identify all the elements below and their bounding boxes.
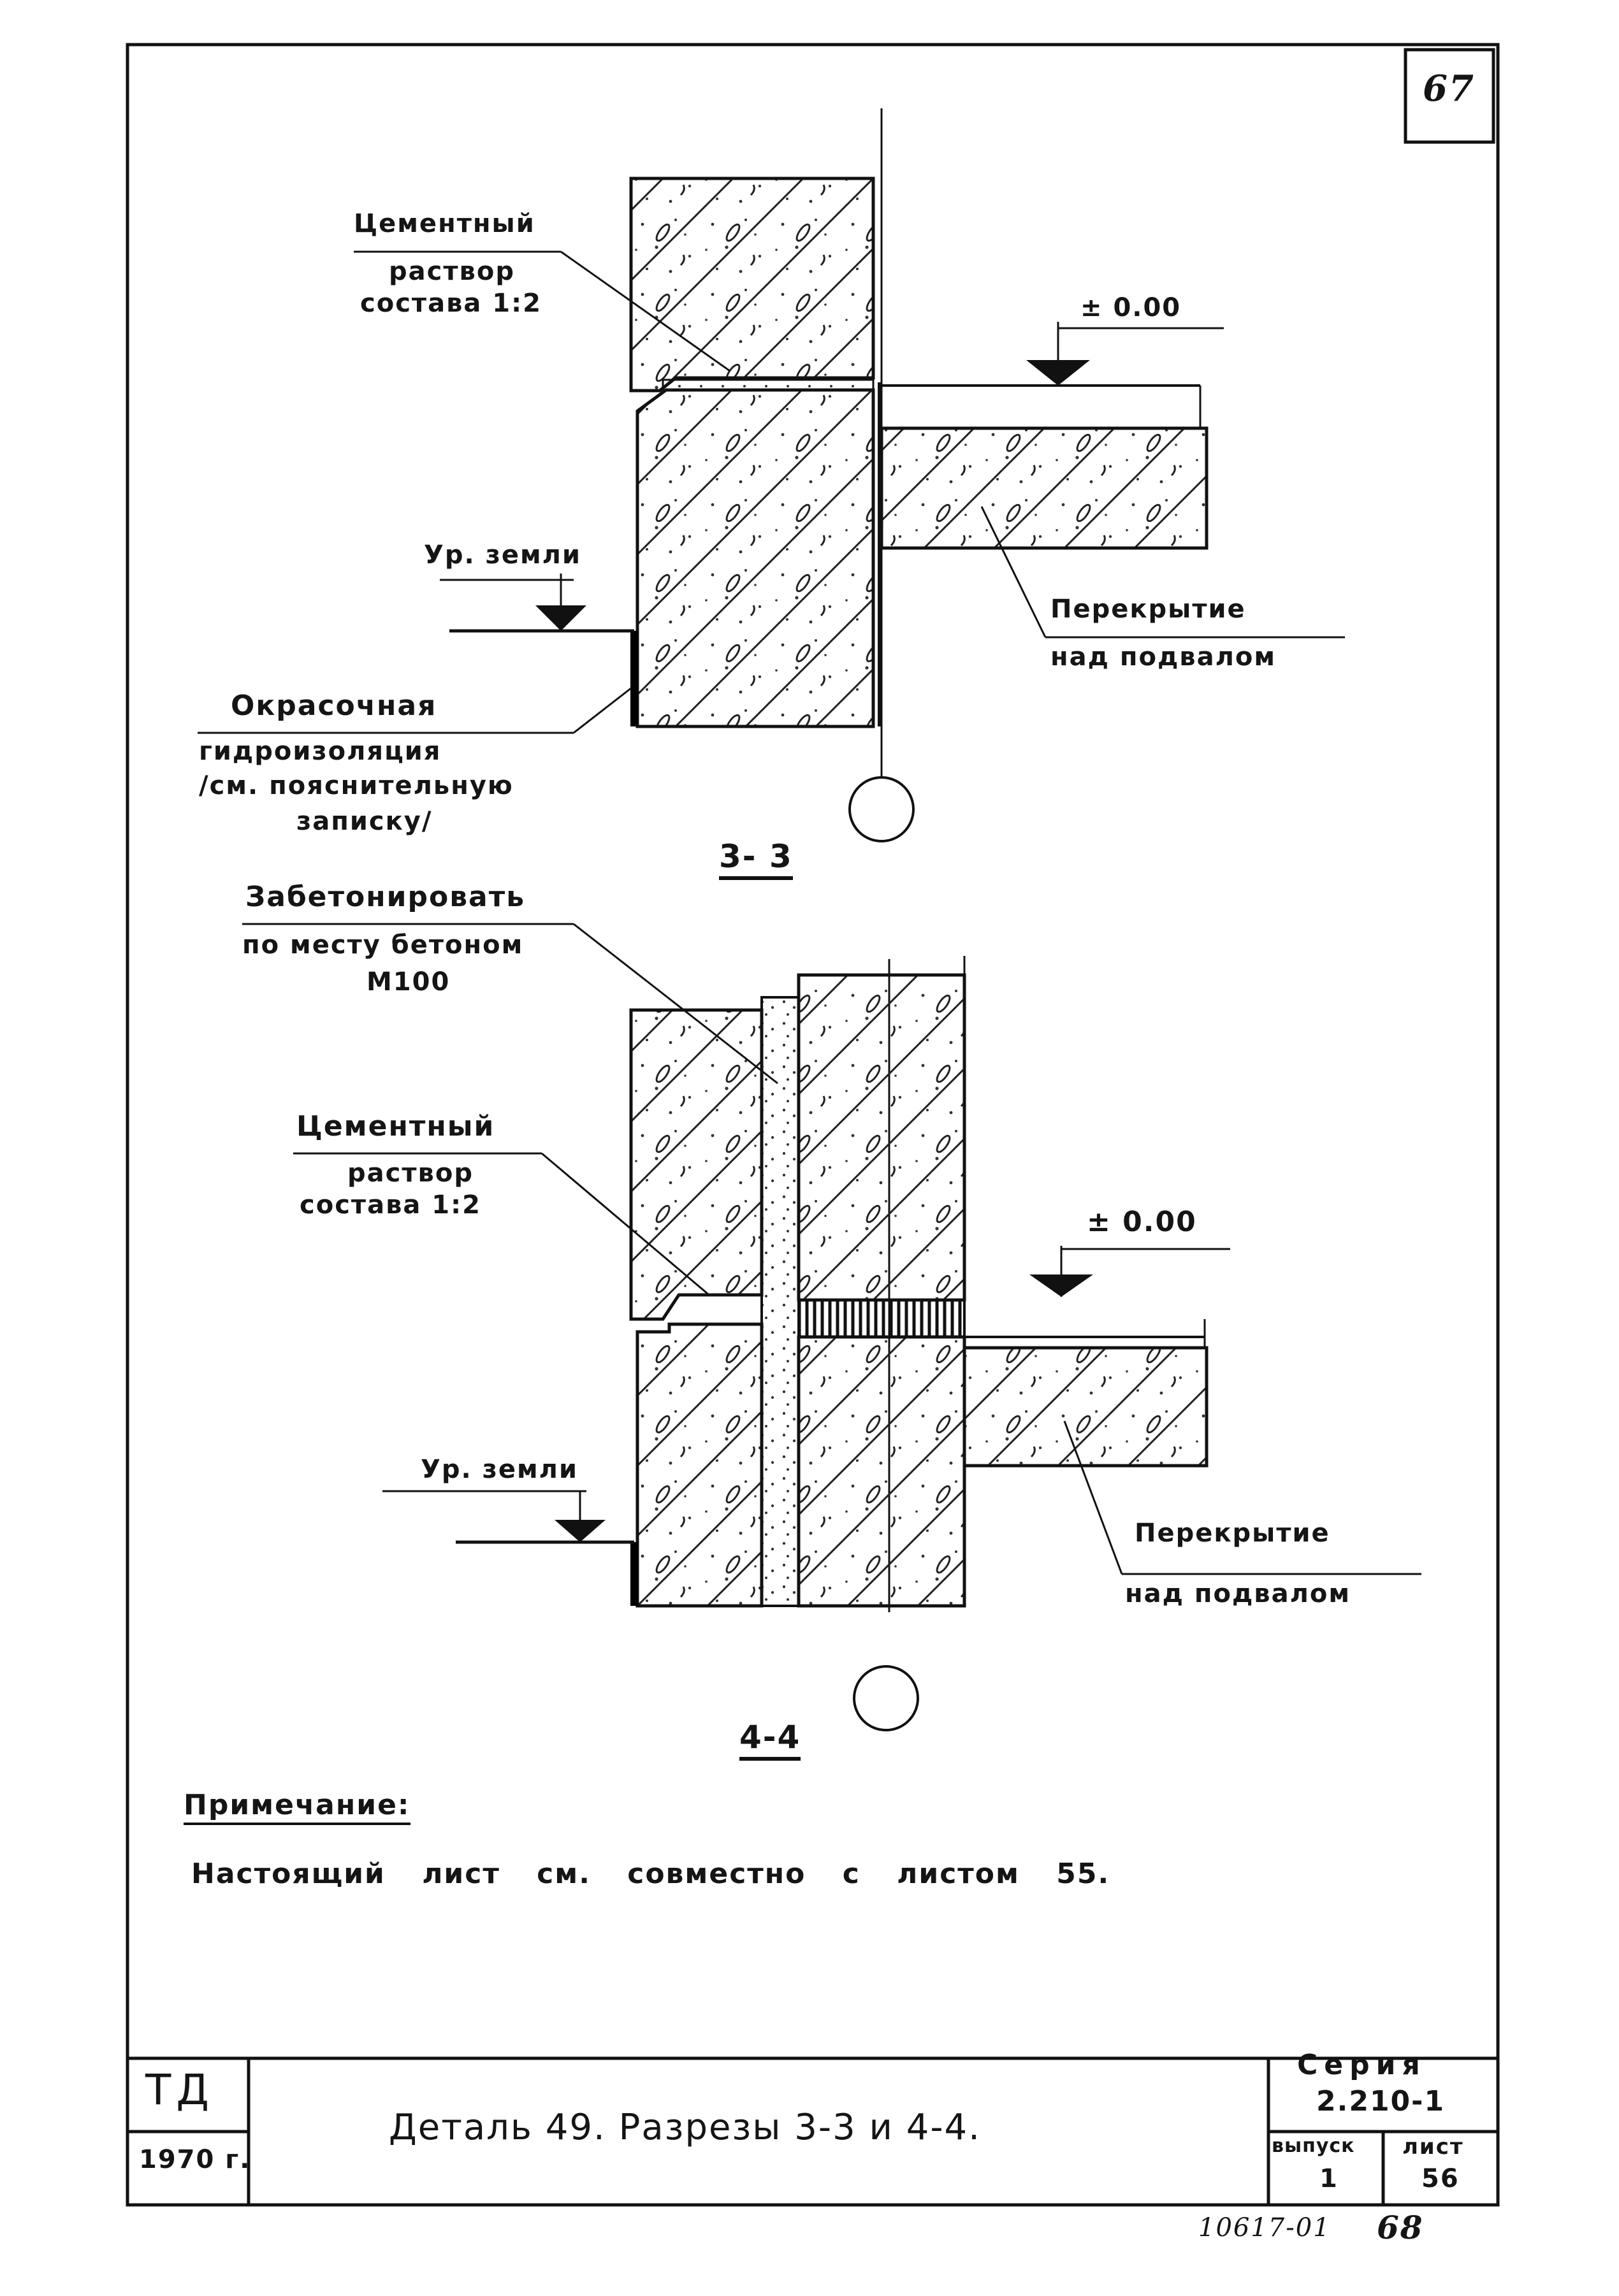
s33-elevation-mark: ± 0.00	[1080, 293, 1182, 322]
insulation-band-4-4	[797, 1299, 966, 1338]
s44-concrete-label-3: М100	[367, 967, 451, 997]
issue-value: 1	[1319, 2164, 1339, 2193]
floor-slab-3-3	[880, 426, 1209, 550]
upper-wall-panel-3-3	[629, 177, 875, 393]
sheet-frame	[126, 43, 1500, 2207]
section-title-3-3: 3- 3	[719, 840, 793, 880]
floor-slab-4-4	[962, 1346, 1209, 1468]
corner-number: 67	[1423, 68, 1475, 110]
series-label: Серия	[1297, 2049, 1427, 2081]
archive-number: 10617-01	[1198, 2213, 1331, 2242]
s44-ground-level: Ур. земли	[421, 1455, 578, 1484]
note-text: Настоящий лист см. совместно с листом 55…	[191, 1858, 1110, 1890]
archive-page: 68	[1377, 2209, 1424, 2246]
left-lower-panel-4-4	[635, 1322, 764, 1608]
title-block	[127, 2056, 1498, 2205]
right-lower-panel-4-4	[797, 1335, 966, 1608]
drawing-title: Деталь 49. Разрезы 3-3 и 4-4.	[389, 2107, 981, 2148]
s44-cement-label-3: состава 1:2	[300, 1190, 481, 1220]
s33-slab-label-1: Перекрытие	[1050, 595, 1246, 624]
axis-bubble-4-4	[853, 1665, 919, 1731]
s33-ground-level: Ур. земли	[424, 540, 581, 570]
s33-waterproof-label-3: /см. пояснительную	[199, 771, 514, 800]
series-value: 2.210-1	[1316, 2085, 1446, 2118]
s33-waterproof-label-2: гидроизоляция	[199, 737, 442, 766]
corner-number-box	[1404, 48, 1495, 144]
s44-cement-label-2: раствор	[347, 1159, 474, 1188]
s33-cement-label-2: раствор	[389, 257, 515, 286]
foundation-block-3-3	[635, 388, 875, 728]
s33-cement-label-1: Цементный	[354, 209, 535, 238]
section-3-3-drawing	[198, 108, 1345, 842]
year-label: 1970 г.	[139, 2145, 251, 2174]
sheet-label: лист	[1402, 2134, 1464, 2160]
sheet-value: 56	[1421, 2164, 1460, 2193]
issue-label: выпуск	[1272, 2135, 1355, 2157]
section-4-4-drawing	[242, 923, 1421, 1731]
org-mark: ТД	[145, 2065, 214, 2114]
s33-waterproof-label-1: Окрасочная	[231, 690, 437, 722]
concrete-fill-joint-4-4	[760, 996, 800, 1607]
s33-cement-label-3: состава 1:2	[360, 289, 542, 318]
s44-elevation-mark: ± 0.00	[1087, 1206, 1197, 1238]
s33-slab-label-2: над подвалом	[1050, 642, 1277, 672]
note-heading: Примечание:	[184, 1790, 410, 1826]
s44-concrete-label-1: Забетонировать	[245, 881, 526, 913]
section-title-4-4: 4-4	[739, 1721, 801, 1761]
axis-bubble-3-3	[848, 776, 915, 842]
s44-slab-label-1: Перекрытие	[1135, 1519, 1330, 1548]
s33-waterproof-label-4: записку/	[296, 807, 433, 836]
right-upper-panel-4-4	[797, 973, 966, 1302]
s44-concrete-label-2: по месту бетоном	[242, 930, 524, 960]
s44-cement-label-1: Цементный	[296, 1110, 495, 1143]
s44-slab-label-2: над подвалом	[1125, 1579, 1351, 1608]
mortar-joint-3-3	[662, 379, 875, 391]
